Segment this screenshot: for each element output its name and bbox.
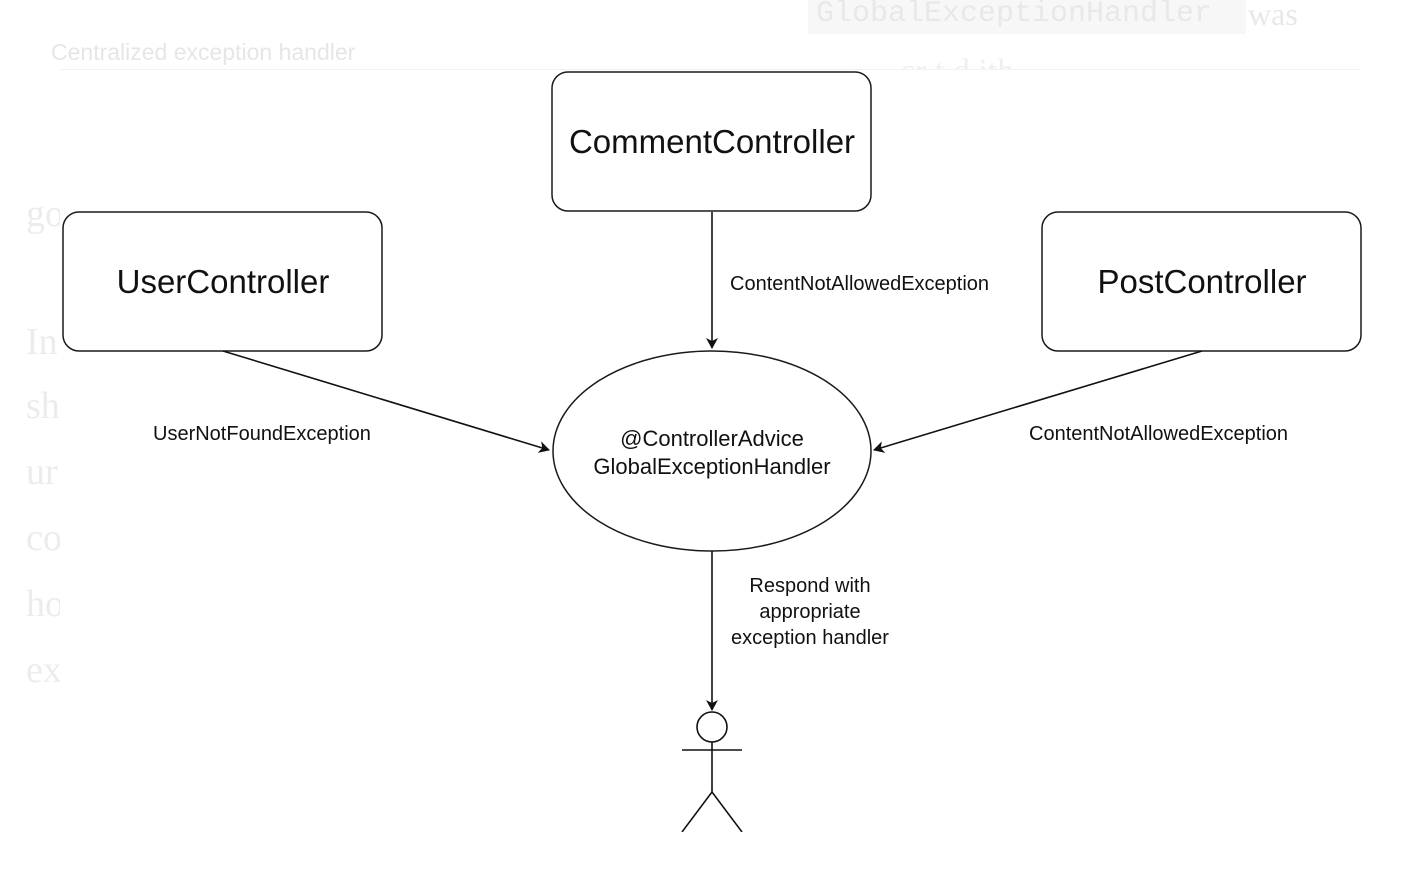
actor-head [696, 711, 728, 743]
edge-label-response-line1: Respond with [749, 575, 870, 597]
background-paragraph-fragment: ho [26, 583, 64, 625]
post-controller-node: PostController [1041, 211, 1362, 352]
post-controller-label: PostController [1097, 263, 1306, 300]
figure-caption: Centralized exception handler [51, 39, 356, 65]
client-actor-icon [681, 711, 743, 832]
global-exception-handler-ellipse [552, 350, 872, 552]
actor-left-leg [681, 791, 713, 832]
global-exception-handler-label: GlobalExceptionHandler [593, 454, 830, 479]
caption-divider [60, 69, 1360, 70]
comment-controller-node: CommentController [551, 71, 872, 212]
actor-right-leg [711, 791, 743, 832]
controller-advice-label: @ControllerAdvice [620, 426, 804, 451]
comment-controller-box [551, 71, 872, 212]
edge-post-to-handler [873, 350, 1203, 453]
edge-label-response-line2: appropriate [759, 601, 860, 623]
diagram-canvas: CommentController UserController PostCon… [62, 71, 1362, 832]
edge-label-response-line3: exception handler [731, 627, 889, 649]
user-controller-node: UserController [62, 211, 383, 352]
edge-label-comment: ContentNotAllowedException [730, 273, 989, 295]
background-code-tail: was [1248, 0, 1298, 32]
background-paragraph-fragment: ex [26, 649, 62, 691]
user-controller-box [62, 211, 383, 352]
exception-flow-diagram: CommentController UserController PostCon… [60, 70, 1364, 832]
global-exception-handler-node: @ControllerAdvice GlobalExceptionHandler [552, 350, 872, 552]
background-paragraph-fragment: go [26, 193, 64, 235]
background-paragraph-fragment: In [26, 321, 58, 363]
edge-label-user: UserNotFoundException [153, 423, 371, 445]
edge-user-to-handler [222, 350, 550, 453]
background-code-snippet: GlobalExceptionHandler [808, 0, 1246, 34]
edge-label-post: ContentNotAllowedException [1029, 423, 1288, 445]
background-paragraph-fragment: co [26, 517, 62, 559]
background-paragraph-fragment: sh [26, 385, 60, 427]
comment-controller-label: CommentController [569, 123, 855, 160]
user-controller-label: UserController [117, 263, 330, 300]
background-paragraph-fragment: ur [26, 451, 58, 493]
